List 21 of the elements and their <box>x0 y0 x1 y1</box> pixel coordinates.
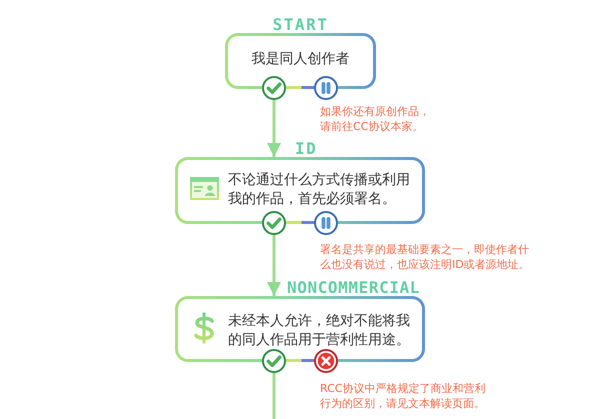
note-text: RCC协议中严格规定了商业和营利行为的区别，请见文本解读页面。 <box>320 381 486 411</box>
check-icon <box>262 348 286 372</box>
connector-line <box>286 221 314 224</box>
heading: NONCOMMERCIAL <box>287 280 420 296</box>
cross-icon <box>314 348 338 372</box>
arrow <box>267 234 281 296</box>
box-text: 不论通过什么方式传播或利用我的作品，首先必须署名。 <box>228 171 411 209</box>
box-text: 未经本人允许，绝对不能将我的同人作品用于营利性用途。 <box>228 312 411 350</box>
check-icon <box>262 76 286 100</box>
connector-line <box>286 359 314 362</box>
pause-icon <box>314 210 338 234</box>
arrow <box>267 100 281 157</box>
pause-icon <box>314 76 338 100</box>
note-text: 署名是共享的最基础要素之一，即使作者什么也没有说过，也应该注明ID或者源地址。 <box>320 242 531 272</box>
connector-line <box>286 86 314 89</box>
heading: ID <box>295 141 318 157</box>
note-text: 如果你还有原创作品，请前往CC协议本家。 <box>320 104 431 134</box>
heading: START <box>272 17 328 33</box>
box-text: 我是同人创作者 <box>250 50 350 69</box>
check-icon <box>262 210 286 234</box>
connector-line <box>272 372 276 419</box>
